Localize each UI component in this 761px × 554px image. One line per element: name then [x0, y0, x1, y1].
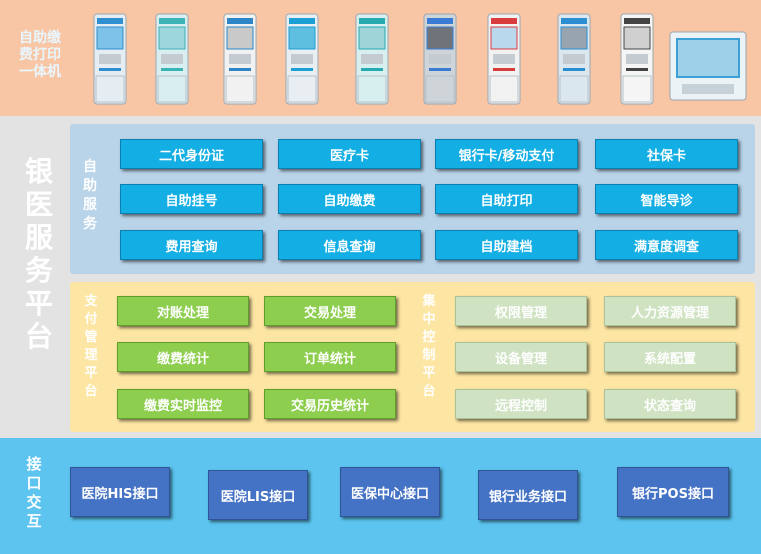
control-item[interactable]: 状态查询: [604, 389, 736, 419]
self-service-item[interactable]: 智能导诊: [595, 184, 738, 214]
kiosk-machine-image: [423, 13, 457, 105]
interface-item[interactable]: 银行POS接口: [617, 467, 729, 517]
kiosk-machine-image: [155, 13, 189, 105]
self-service-item[interactable]: 自助挂号: [120, 184, 263, 214]
payment-item[interactable]: 缴费实时监控: [117, 389, 249, 419]
payment-item[interactable]: 对账处理: [117, 296, 249, 326]
interface-item[interactable]: 银行业务接口: [478, 470, 578, 520]
kiosk-machine-image: [223, 13, 257, 105]
self-service-item[interactable]: 自助打印: [435, 184, 578, 214]
self-service-item[interactable]: 社保卡: [595, 139, 738, 169]
self-service-item[interactable]: 二代身份证: [120, 139, 263, 169]
kiosk-machine-image: [355, 13, 389, 105]
central-control-label: 集 中 控 制 平 台: [422, 294, 436, 399]
platform-label: 银 医 服 务 平 台: [24, 155, 53, 353]
control-item[interactable]: 系统配置: [604, 342, 736, 372]
self-service-item[interactable]: 自助缴费: [278, 184, 421, 214]
kiosk-machine-image: [93, 13, 127, 105]
control-item[interactable]: 权限管理: [455, 296, 587, 326]
self-service-item[interactable]: 满意度调查: [595, 230, 738, 260]
kiosk-machine-image: [557, 13, 591, 105]
self-service-item[interactable]: 信息查询: [278, 230, 421, 260]
self-service-item[interactable]: 银行卡/移动支付: [435, 139, 578, 169]
self-service-item[interactable]: 医疗卡: [278, 139, 421, 169]
interface-label: 接 口 交 互: [26, 455, 42, 530]
self-service-item[interactable]: 费用查询: [120, 230, 263, 260]
kiosk-row-label: 自助缴费打印一体机: [19, 30, 61, 80]
payment-item[interactable]: 交易处理: [264, 296, 396, 326]
payment-item[interactable]: 缴费统计: [117, 342, 249, 372]
self-service-item[interactable]: 自助建档: [435, 230, 578, 260]
interface-item[interactable]: 医保中心接口: [340, 467, 440, 517]
self-service-label: 自 助 服 务: [83, 159, 97, 232]
payment-item[interactable]: 交易历史统计: [264, 389, 396, 419]
payment-item[interactable]: 订单统计: [264, 342, 396, 372]
control-item[interactable]: 设备管理: [455, 342, 587, 372]
kiosk-machine-image: [487, 13, 521, 105]
kiosk-machine-image: [620, 13, 654, 105]
kiosk-machine-image: [285, 13, 319, 105]
interface-item[interactable]: 医院HIS接口: [70, 467, 170, 517]
kiosk-machine-image: [669, 31, 747, 101]
control-item[interactable]: 远程控制: [455, 389, 587, 419]
payment-management-label: 支 付 管 理 平 台: [84, 294, 98, 399]
interface-item[interactable]: 医院LIS接口: [208, 470, 308, 520]
control-item[interactable]: 人力资源管理: [604, 296, 736, 326]
